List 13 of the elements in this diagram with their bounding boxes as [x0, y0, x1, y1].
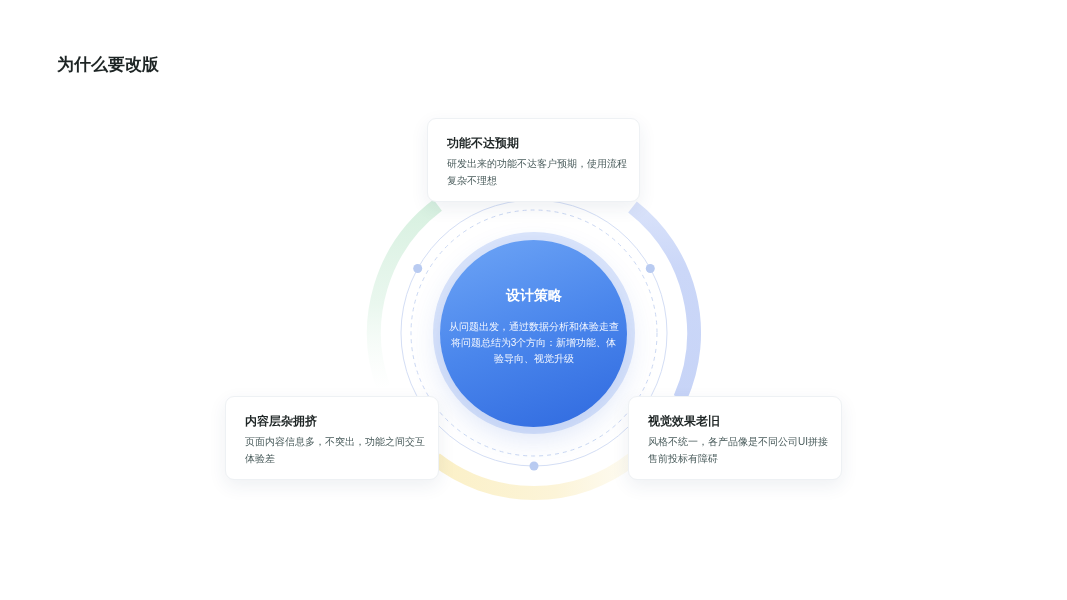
info-card	[225, 396, 439, 480]
circle-heading: 设计策略	[505, 287, 562, 305]
info-card	[427, 118, 640, 202]
card-heading: 视觉效果老旧	[648, 414, 720, 429]
card-heading: 内容层杂拥挤	[245, 413, 317, 429]
circle-text: 从问题出发，通过数据分析和体验走查将问题总结为3个方向：新增功能、体验导向、视觉升级	[447, 320, 620, 366]
strategy-circle	[440, 240, 627, 427]
card-text: 研发出来的功能不达客户预期，使用流程复杂不理想	[447, 157, 628, 188]
info-card	[628, 396, 842, 480]
card-heading: 功能不达预期	[447, 136, 519, 151]
card-text: 风格不统一，各产品像是不同公司UI拼接售前投标有障碍	[648, 435, 829, 466]
page-title: 为什么要改版	[57, 54, 159, 76]
card-text: 页面内容信息多，不突出，功能之间交互体验差	[245, 435, 426, 466]
